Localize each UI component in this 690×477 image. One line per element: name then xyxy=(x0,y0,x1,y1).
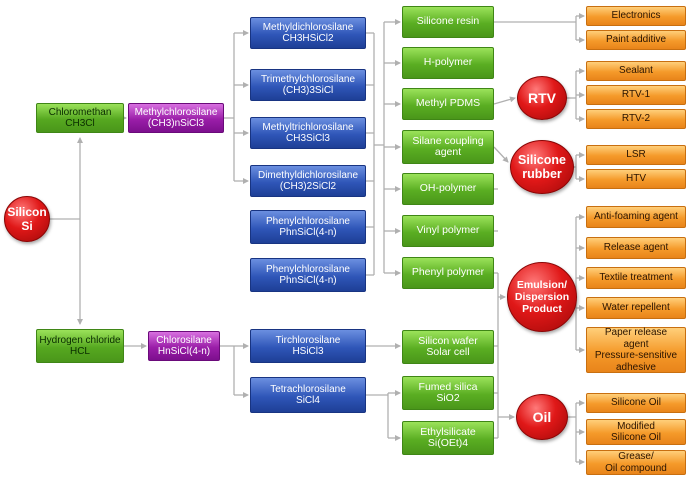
node-phenyl-polymer: Phenyl polymer xyxy=(402,257,494,289)
node-chlorosilane: Chlorosilane HnSiCl(4-n) xyxy=(148,331,220,361)
category-silicone-rubber-label: Silicone rubber xyxy=(518,153,566,181)
node-h-polymer: H-polymer xyxy=(402,47,494,79)
node-silicone-resin: Silicone resin xyxy=(402,6,494,38)
product-rtv-2: RTV-2 xyxy=(586,109,686,129)
node-phenylchlorosilane-2: Phenylchlorosilane PhnSiCl(4-n) xyxy=(250,258,366,292)
category-emulsion: Emulsion/ Dispersion Product xyxy=(507,262,577,332)
product-paint-additive: Paint additive xyxy=(586,30,686,50)
node-silane-coupling-agent: Silane coupling agent xyxy=(402,130,494,164)
category-oil: Oil xyxy=(516,394,568,440)
product-silicone-oil: Silicone Oil xyxy=(586,393,686,413)
node-chloromethane: Chloromethan CH3Cl xyxy=(36,103,124,133)
connector-to-rtv xyxy=(493,96,516,105)
node-methyltrichlorosilane: Methyltrichlorosilane CH3SiCl3 xyxy=(250,117,366,149)
product-anti-foaming-agent: Anti-foaming agent xyxy=(586,206,686,228)
category-rtv: RTV xyxy=(517,76,567,120)
product-electronics: Electronics xyxy=(586,6,686,26)
node-silicon-label: Silicon Si xyxy=(7,205,47,233)
category-oil-label: Oil xyxy=(532,409,552,425)
node-trimethylchlorosilane: Trimethylchlorosilane (CH3)3SiCl xyxy=(250,69,366,101)
node-fumed-silica: Fumed silica SiO2 xyxy=(402,376,494,410)
category-rtv-label: RTV xyxy=(528,90,556,106)
node-phenylchlorosilane-1: Phenylchlorosilane PhnSiCl(4-n) xyxy=(250,210,366,244)
node-silicon: Silicon Si xyxy=(4,196,50,242)
node-vinyl-polymer: Vinyl polymer xyxy=(402,215,494,247)
node-hydrogen-chloride: Hydrogen chloride HCL xyxy=(36,329,124,363)
connector-to-rubber xyxy=(493,146,509,163)
node-tetrachlorosilane: Tetrachlorosilane SiCl4 xyxy=(250,377,366,413)
product-grease-oil-compound: Grease/ Oil compound xyxy=(586,450,686,475)
node-oh-polymer: OH-polymer xyxy=(402,173,494,205)
product-modified-silicone-oil: Modified Silicone Oil xyxy=(586,419,686,445)
product-paper-release-agent: Paper release agent Pressure-sensitive a… xyxy=(586,327,686,373)
node-methyldichlorosilane: Methyldichlorosilane CH3HSiCl2 xyxy=(250,17,366,49)
node-methyl-pdms: Methyl PDMS xyxy=(402,88,494,120)
node-silicon-wafer: Silicon wafer Solar cell xyxy=(402,330,494,364)
product-htv: HTV xyxy=(586,169,686,189)
product-water-repellent: Water repellent xyxy=(586,297,686,319)
node-tirchlorosilane: Tirchlorosilane HSiCl3 xyxy=(250,329,366,363)
node-ethylsilicate: Ethylsilicate Si(OEt)4 xyxy=(402,421,494,455)
node-methylchlorosilane: Methylchlorosilane (CH3)nSiCl3 xyxy=(128,103,224,133)
category-silicone-rubber: Silicone rubber xyxy=(510,140,574,194)
product-sealant: Sealant xyxy=(586,61,686,81)
product-lsr: LSR xyxy=(586,145,686,165)
node-dimethyldichlorosilane: Dimethyldichlorosilane (CH3)2SiCl2 xyxy=(250,165,366,197)
product-rtv-1: RTV-1 xyxy=(586,85,686,105)
category-emulsion-label: Emulsion/ Dispersion Product xyxy=(514,279,570,315)
product-release-agent: Release agent xyxy=(586,237,686,259)
product-textile-treatment: Textile treatment xyxy=(586,267,686,289)
